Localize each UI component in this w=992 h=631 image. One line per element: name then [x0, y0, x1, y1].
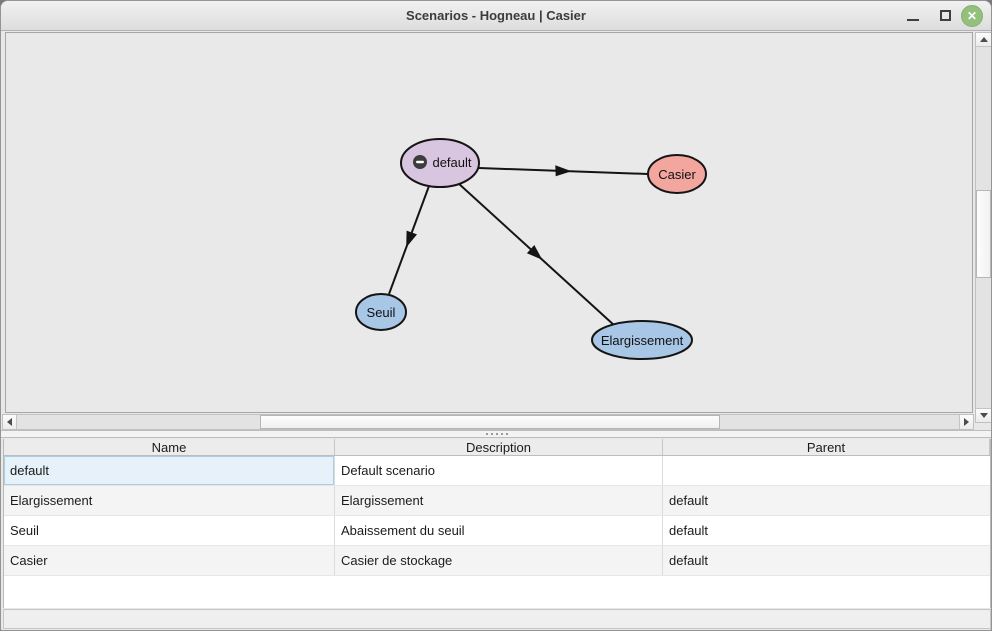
- splitter-grip-icon: [506, 433, 508, 435]
- edge-default-casier: [478, 165, 649, 177]
- minimize-icon[interactable]: [907, 19, 919, 21]
- cell-description-seuil[interactable]: Abaissement du seuil: [335, 516, 663, 545]
- arrow-right-icon: [964, 418, 969, 426]
- vertical-scrollbar-thumb[interactable]: [976, 190, 991, 278]
- cell-name-seuil[interactable]: Seuil: [4, 516, 335, 545]
- node-default[interactable]: default: [400, 138, 480, 188]
- scroll-down-button[interactable]: [976, 408, 991, 422]
- splitter-grip-icon: [496, 433, 498, 435]
- table-row: Casier Casier de stockage default: [4, 546, 990, 576]
- cell-name-casier[interactable]: Casier: [4, 546, 335, 575]
- scenarios-table: Name Description Parent default Default …: [3, 439, 991, 608]
- cell-parent-elargissement[interactable]: default: [669, 493, 709, 508]
- edge-default-elargissement: [457, 182, 616, 327]
- node-default-label: default: [432, 155, 471, 170]
- horizontal-scrollbar[interactable]: [2, 414, 974, 430]
- arrow-up-icon: [979, 37, 988, 42]
- window-title: Scenarios - Hogneau | Casier: [406, 8, 586, 23]
- column-header-name[interactable]: Name: [4, 439, 335, 455]
- cell-parent-seuil[interactable]: default: [669, 523, 709, 538]
- cell-description-casier[interactable]: Casier de stockage: [335, 546, 663, 575]
- status-bar: [3, 609, 991, 629]
- cell-parent-casier[interactable]: default: [669, 553, 709, 568]
- close-icon[interactable]: ✕: [961, 5, 983, 27]
- cell-description-default[interactable]: Default scenario: [335, 456, 663, 485]
- scroll-up-button[interactable]: [976, 33, 991, 47]
- table-row: Elargissement Elargissement default: [4, 486, 990, 516]
- edge-default-seuil: [388, 185, 430, 295]
- splitter-grip-icon: [486, 433, 488, 435]
- horizontal-scrollbar-thumb[interactable]: [260, 415, 720, 429]
- cell-parent-default[interactable]: [663, 456, 990, 485]
- node-seuil-label: Seuil: [367, 305, 396, 320]
- maximize-icon[interactable]: [940, 10, 951, 21]
- column-header-description[interactable]: Description: [335, 439, 663, 455]
- scenario-graph-pane: default Casier Seuil Elargissement: [1, 32, 991, 430]
- node-elargissement[interactable]: Elargissement: [591, 320, 693, 360]
- node-seuil[interactable]: Seuil: [355, 293, 407, 331]
- column-header-parent[interactable]: Parent: [663, 439, 990, 455]
- splitter-grip-icon: [491, 433, 493, 435]
- node-elargissement-label: Elargissement: [601, 333, 684, 348]
- splitter-grip-icon: [501, 433, 503, 435]
- arrow-left-icon: [7, 418, 12, 426]
- cell-name-default[interactable]: default: [4, 456, 335, 485]
- table-row: Seuil Abaissement du seuil default: [4, 516, 990, 546]
- cell-name-elargissement[interactable]: Elargissement: [4, 486, 335, 515]
- title-bar[interactable]: Scenarios - Hogneau | Casier ✕: [1, 1, 991, 31]
- cell-description-elargissement[interactable]: Elargissement: [335, 486, 663, 515]
- table-header: Name Description Parent: [4, 439, 990, 456]
- table-row: default Default scenario: [4, 456, 990, 486]
- scenario-graph: default Casier Seuil Elargissement: [355, 138, 707, 360]
- node-casier-label: Casier: [658, 167, 696, 182]
- node-casier[interactable]: Casier: [647, 154, 707, 194]
- vertical-scrollbar[interactable]: [975, 32, 991, 423]
- scroll-right-button[interactable]: [959, 415, 973, 429]
- graph-canvas[interactable]: default Casier Seuil Elargissement: [5, 32, 973, 413]
- arrow-down-icon: [979, 413, 988, 418]
- scroll-left-button[interactable]: [3, 415, 17, 429]
- collapse-minus-icon[interactable]: [413, 155, 427, 169]
- pane-splitter[interactable]: [1, 430, 991, 438]
